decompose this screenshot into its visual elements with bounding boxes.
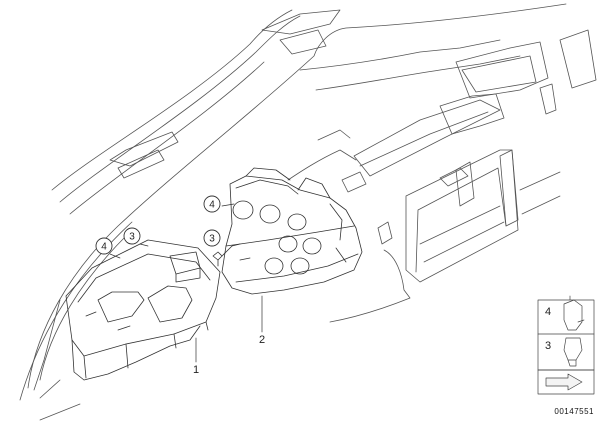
dashboard-outline <box>19 3 597 421</box>
callout-4-left[interactable]: 4 <box>95 237 113 255</box>
legend-box <box>537 295 595 395</box>
legend-item-4-label: 4 <box>545 306 551 318</box>
part-2-duct-housing <box>221 167 363 295</box>
reference-number: 00147551 <box>554 407 594 416</box>
callout-3-left[interactable]: 3 <box>123 227 141 245</box>
callout-4-top[interactable]: 4 <box>203 195 221 213</box>
callout-3-mid[interactable]: 3 <box>203 229 221 247</box>
screw-item-3 <box>212 243 241 267</box>
leader-lines <box>109 203 263 363</box>
legend-item-3-label: 3 <box>545 340 551 352</box>
part-label-2[interactable]: 2 <box>259 334 265 346</box>
callout-4-top-label: 4 <box>209 200 215 211</box>
part-label-1[interactable]: 1 <box>193 364 199 376</box>
callout-3-left-label: 3 <box>129 232 135 243</box>
callout-3-mid-label: 3 <box>209 234 215 245</box>
callout-4-left-label: 4 <box>101 242 107 253</box>
part-1-storage-tray <box>65 239 221 381</box>
